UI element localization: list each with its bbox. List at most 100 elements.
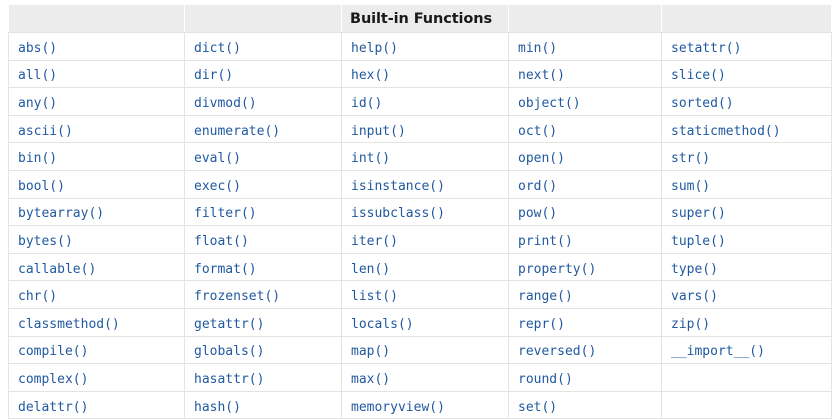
function-link[interactable]: divmod() [194,95,257,111]
function-link[interactable]: int() [351,151,391,167]
function-link[interactable]: type() [671,261,718,277]
function-link[interactable]: staticmethod() [671,123,781,139]
table-cell: help() [341,32,509,61]
function-link[interactable]: hex() [351,68,391,84]
function-link[interactable]: bytearray() [18,206,105,222]
function-link[interactable]: delattr() [18,399,89,415]
function-link[interactable]: dir() [194,68,234,84]
function-link[interactable]: bin() [18,151,58,167]
function-link[interactable]: bytes() [18,233,73,249]
function-link[interactable]: pow() [518,206,558,222]
function-link[interactable]: enumerate() [194,123,281,139]
function-link[interactable]: __import__() [671,344,765,360]
function-link[interactable]: max() [351,371,391,387]
table-cell: issubclass() [341,197,509,227]
function-link[interactable]: ascii() [18,123,73,139]
function-link[interactable]: globals() [194,344,265,360]
function-link[interactable]: zip() [671,316,711,332]
function-link[interactable]: reversed() [518,344,597,360]
table-row: bytearray() filter() issubclass() pow() supe… [8,197,832,227]
table-cell: getattr() [184,307,342,337]
table-header-cell-1 [8,4,185,33]
function-link[interactable]: print() [518,233,573,249]
table-cell: enumerate() [184,114,342,144]
function-link[interactable]: open() [518,151,565,167]
function-link[interactable]: sorted() [671,95,734,111]
function-link[interactable]: getattr() [194,316,265,332]
function-link[interactable]: bool() [18,178,65,194]
function-link[interactable]: eval() [194,151,241,167]
table-cell: map() [341,335,509,365]
function-link[interactable]: callable() [18,261,97,277]
function-link[interactable]: float() [194,233,249,249]
table-row: abs() dict() help() min() setattr() [8,32,832,61]
function-link[interactable]: iter() [351,233,398,249]
table-row: bytes() float() iter() print() tuple() [8,225,832,254]
table-cell: bool() [8,169,185,199]
table-cell: iter() [341,225,509,254]
table-cell: max() [341,363,509,392]
function-link[interactable]: vars() [671,289,718,305]
function-link[interactable]: issubclass() [351,206,445,222]
function-link[interactable]: any() [18,95,58,111]
function-link[interactable]: frozenset() [194,289,281,305]
function-link[interactable]: ord() [518,178,558,194]
function-link[interactable]: hasattr() [194,371,265,387]
function-link[interactable]: slice() [671,68,726,84]
table-cell: min() [508,32,662,61]
function-link[interactable]: hash() [194,399,241,415]
function-link[interactable]: all() [18,68,58,84]
function-link[interactable]: dict() [194,40,241,56]
table-cell: ascii() [8,114,185,144]
function-link[interactable]: property() [518,261,597,277]
table-cell: chr() [8,280,185,309]
table-cell: super() [661,197,832,227]
table-cell: ord() [508,169,662,199]
function-link[interactable]: locals() [351,316,414,332]
function-link[interactable]: id() [351,95,383,111]
table-cell: divmod() [184,87,342,116]
table-cell: property() [508,252,662,282]
function-link[interactable]: min() [518,40,558,56]
function-link[interactable]: isinstance() [351,178,445,194]
function-link[interactable]: compile() [18,344,89,360]
function-link[interactable]: next() [518,68,565,84]
function-link[interactable]: range() [518,289,573,305]
function-link[interactable]: format() [194,261,257,277]
function-link[interactable]: input() [351,123,406,139]
table-cell: delattr() [8,390,185,419]
table-cell-empty [661,390,832,419]
table-header-cell-4 [508,4,662,33]
table-cell: compile() [8,335,185,365]
function-link[interactable]: abs() [18,40,58,56]
function-link[interactable]: str() [671,151,711,167]
function-link[interactable]: set() [518,399,558,415]
function-link[interactable]: map() [351,344,391,360]
function-link[interactable]: object() [518,95,581,111]
table-cell: reversed() [508,335,662,365]
table-cell: dir() [184,59,342,89]
function-link[interactable]: complex() [18,371,89,387]
table-row: bin() eval() int() open() str() [8,142,832,171]
function-link[interactable]: filter() [194,206,257,222]
table-cell: frozenset() [184,280,342,309]
function-link[interactable]: memoryview() [351,399,445,415]
function-link[interactable]: oct() [518,123,558,139]
table-cell: object() [508,87,662,116]
function-link[interactable]: sum() [671,178,711,194]
function-link[interactable]: exec() [194,178,241,194]
function-link[interactable]: classmethod() [18,316,120,332]
function-link[interactable]: super() [671,206,726,222]
function-link[interactable]: repr() [518,316,565,332]
function-link[interactable]: chr() [18,289,58,305]
function-link[interactable]: len() [351,261,391,277]
function-link[interactable]: help() [351,40,398,56]
table-cell: eval() [184,142,342,171]
function-link[interactable]: round() [518,371,573,387]
table-title: Built-in Functions [341,4,509,33]
function-link[interactable]: list() [351,289,398,305]
function-link[interactable]: setattr() [671,40,742,56]
function-link[interactable]: tuple() [671,233,726,249]
builtin-functions-table: Built-in Functions abs() dict() help() min(… [8,4,832,419]
